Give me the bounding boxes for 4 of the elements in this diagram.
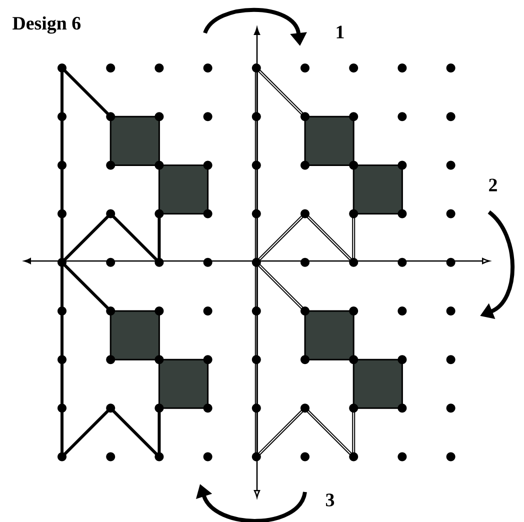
step-number: 3 <box>326 494 334 506</box>
step-number: 1 <box>336 26 344 38</box>
step-number: 2 <box>489 178 497 192</box>
title: Design 6 <box>12 16 81 34</box>
